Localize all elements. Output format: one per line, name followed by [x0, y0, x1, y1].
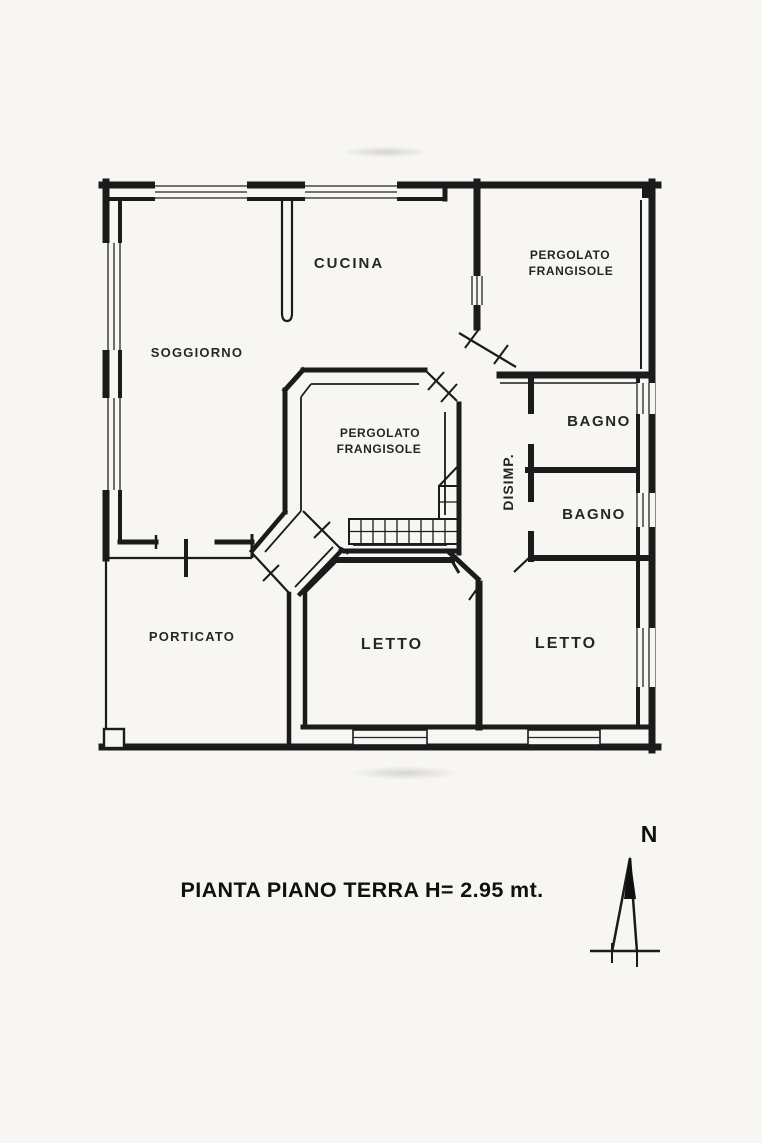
room-labels: SOGGIORNO CUCINA PERGOLATO FRANGISOLE BA…: [149, 248, 631, 653]
north-arrow: N: [590, 821, 660, 967]
room-label-letto-left: LETTO: [361, 636, 423, 653]
room-label-pergolato-center-line2: FRANGISOLE: [337, 442, 422, 456]
interior-walls: [104, 178, 656, 749]
pillar-top-right: [642, 185, 655, 198]
room-label-pergolato-ne-line1: PERGOLATO: [530, 248, 610, 262]
room-label-porticato: PORTICATO: [149, 629, 235, 644]
scan-smudge-bottom: [350, 766, 460, 780]
room-label-pergolato-center-line1: PERGOLATO: [340, 426, 420, 440]
door-leaf-disimpegno: [513, 555, 532, 573]
room-label-soggiorno: SOGGIORNO: [151, 345, 243, 360]
scan-smudge-top: [340, 146, 430, 158]
wall-porticato-letto: [286, 591, 308, 749]
north-arrow-triangle: [610, 857, 639, 953]
door-courtyard-ne: [426, 371, 458, 402]
pergola-grid: [348, 464, 460, 545]
room-label-cucina: CUCINA: [314, 255, 384, 272]
room-label-letto-right: LETTO: [535, 635, 597, 652]
courtyard-walls: [248, 366, 462, 556]
windows: [100, 178, 655, 750]
pillar-porch-corner: [102, 727, 126, 750]
north-label: N: [641, 821, 658, 847]
room-label-pergolato-ne-line2: FRANGISOLE: [529, 264, 614, 278]
caption: PIANTA PIANO TERRA H= 2.95 mt.: [180, 878, 543, 902]
door-cucina-diagonal: [458, 332, 517, 368]
room-label-disimpegno: DISIMP.: [500, 453, 516, 510]
room-label-bagno-upper: BAGNO: [567, 413, 631, 430]
plan-caption: PIANTA PIANO TERRA H= 2.95 mt.: [180, 878, 543, 902]
vestibule-diamond: [251, 510, 350, 598]
wall-soggiorno-cucina: [280, 199, 294, 323]
room-label-bagno-lower: BAGNO: [562, 506, 626, 523]
